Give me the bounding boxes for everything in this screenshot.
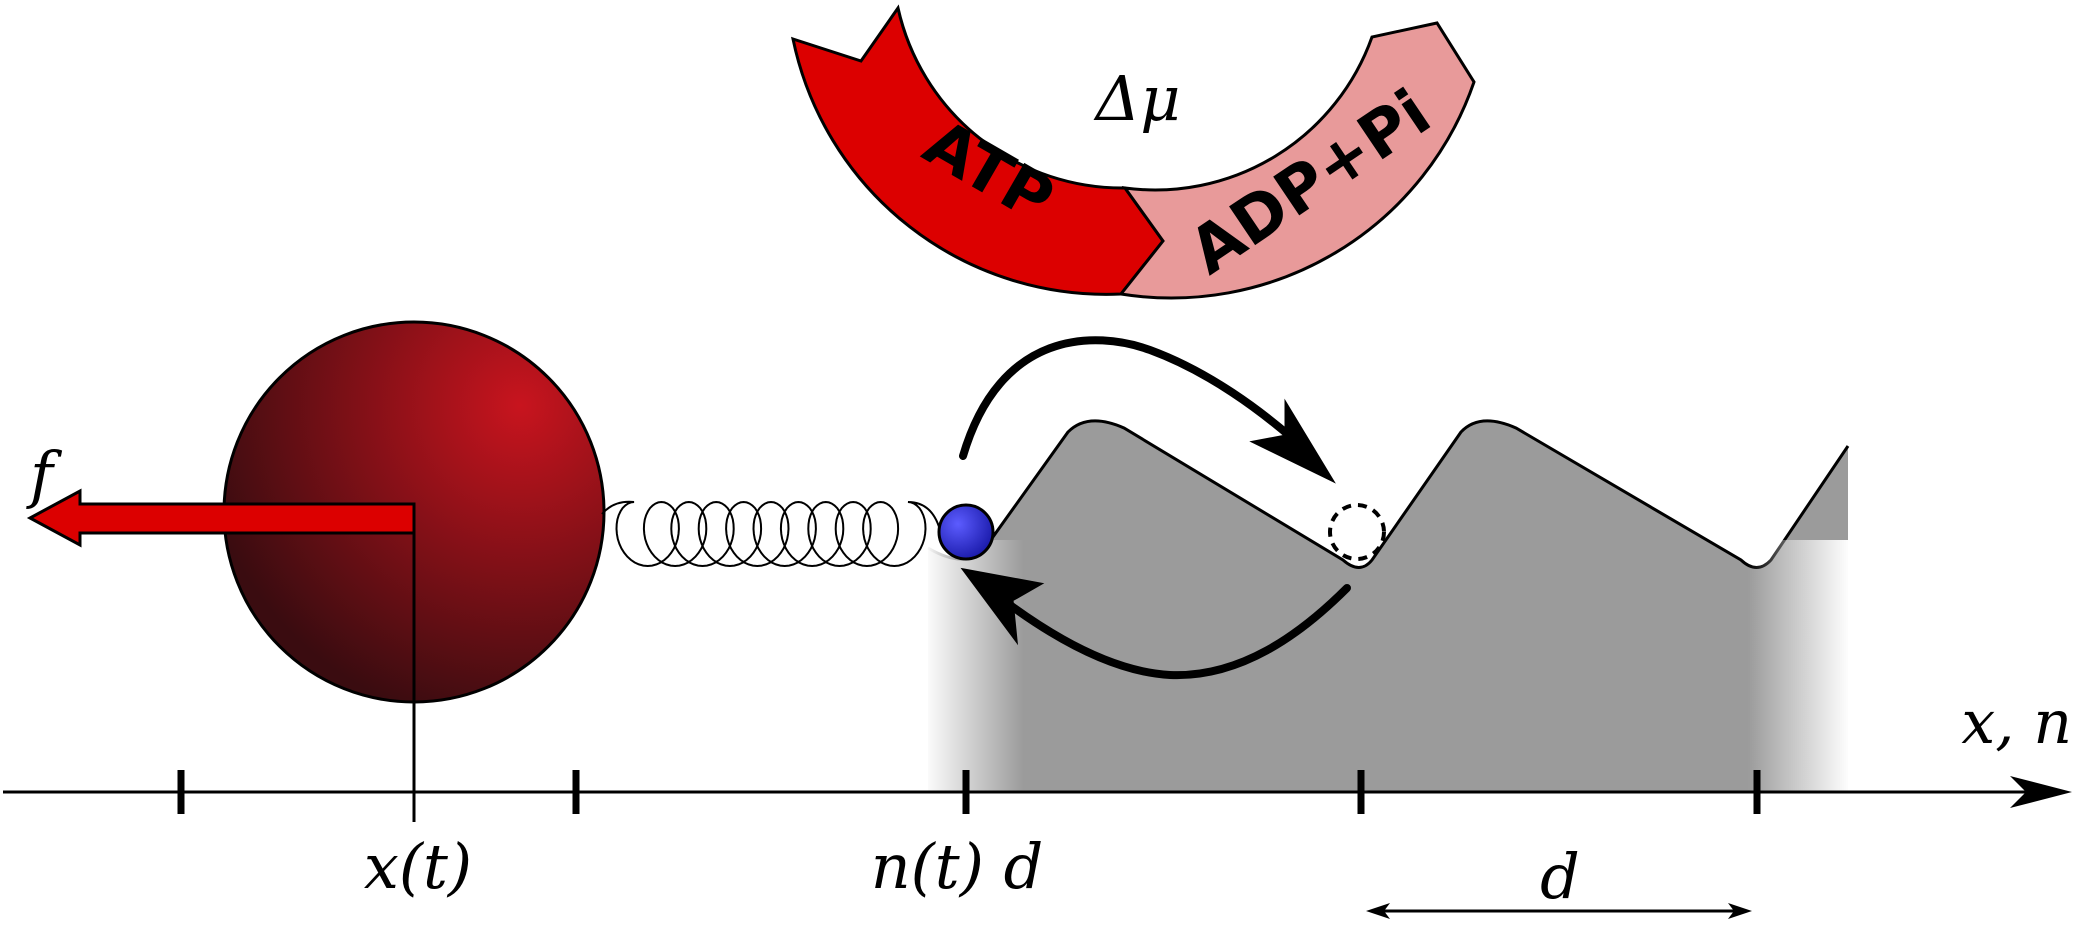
period-label: d (1540, 840, 1580, 913)
cargo-position-label: x(t) (364, 830, 472, 903)
force-arrow (26, 488, 416, 548)
axis-arrowhead (2010, 776, 2072, 808)
motor-head (937, 503, 995, 561)
forward-step-arrow (959, 336, 1296, 460)
period-indicator (1366, 903, 1752, 919)
position-axis (3, 770, 2072, 814)
force-label: f (26, 438, 63, 511)
potential-landscape (924, 419, 1850, 796)
period-arrow-right (1728, 903, 1752, 919)
spring-linker (601, 500, 941, 568)
potential-fade-right (1748, 540, 1850, 796)
period-arrow-left (1366, 903, 1390, 919)
potential-profile-fill (928, 420, 1848, 792)
axis-label: x, n (1961, 688, 2072, 758)
delta-mu-label: Δμ (1093, 62, 1180, 135)
backward-step-arrowhead (960, 567, 1045, 646)
forward-step-arrowhead (1249, 398, 1336, 484)
adp-pi-segment (1118, 21, 1476, 300)
motor-next-site (1328, 503, 1386, 561)
hydrolysis-cycle: ATP ADP+Pi (791, 4, 1476, 300)
motor-position-label: n(t) d (871, 830, 1044, 903)
backward-step-arrow (1006, 584, 1351, 680)
